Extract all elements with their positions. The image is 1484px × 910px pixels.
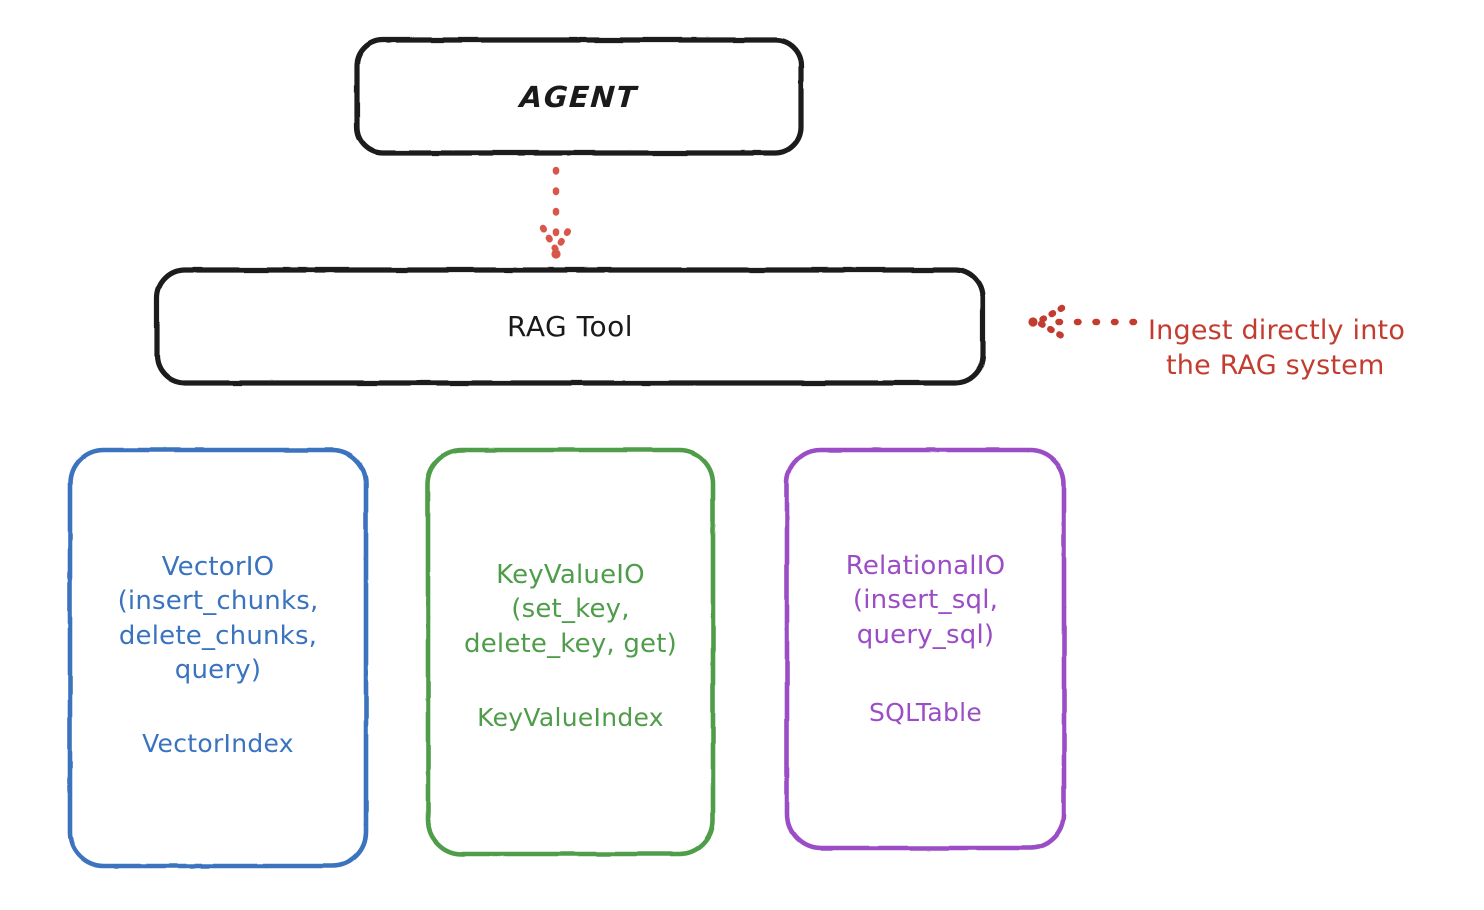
key-value-io-api-label: KeyValueIO (set_key, delete_key, get) bbox=[464, 560, 677, 659]
key-value-io-box-outline[interactable] bbox=[425, 447, 716, 857]
rag-tool-node[interactable]: RAG Tool bbox=[157, 270, 983, 383]
ingest-annotation-line-1: Ingest directly into bbox=[1148, 315, 1406, 347]
agent-to-rag-tool-arrow bbox=[539, 166, 574, 259]
ingest-annotation: Ingest directly into the RAG system bbox=[1148, 278, 1478, 418]
vector-io-api-label: VectorIO (insert_chunks, delete_chunks, … bbox=[117, 551, 319, 685]
vector-io-node[interactable]: VectorIO (insert_chunks, delete_chunks, … bbox=[70, 450, 366, 866]
key-value-io-node[interactable]: KeyValueIO (set_key, delete_key, get) Ke… bbox=[428, 450, 713, 854]
agent-box-outline[interactable] bbox=[354, 37, 804, 156]
relational-io-box-outline[interactable] bbox=[784, 447, 1067, 851]
relational-io-api-label: RelationalIO (insert_sql, query_sql) bbox=[845, 551, 1006, 650]
agent-node[interactable]: AGENT bbox=[357, 40, 801, 153]
agent-label: AGENT bbox=[518, 79, 639, 114]
vector-io-index-label: VectorIndex bbox=[142, 729, 294, 759]
vector-io-box-outline[interactable] bbox=[67, 447, 369, 869]
rag-tool-label: RAG Tool bbox=[507, 310, 633, 343]
key-value-io-index-label: KeyValueIndex bbox=[477, 702, 664, 732]
ingest-annotation-line-2: the RAG system bbox=[1166, 350, 1385, 382]
ingest-to-rag-tool-arrow bbox=[1028, 304, 1138, 340]
relational-io-node[interactable]: RelationalIO (insert_sql, query_sql) SQL… bbox=[787, 450, 1064, 848]
rag-tool-box-outline[interactable] bbox=[154, 267, 986, 386]
relational-io-index-label: SQLTable bbox=[868, 697, 983, 727]
